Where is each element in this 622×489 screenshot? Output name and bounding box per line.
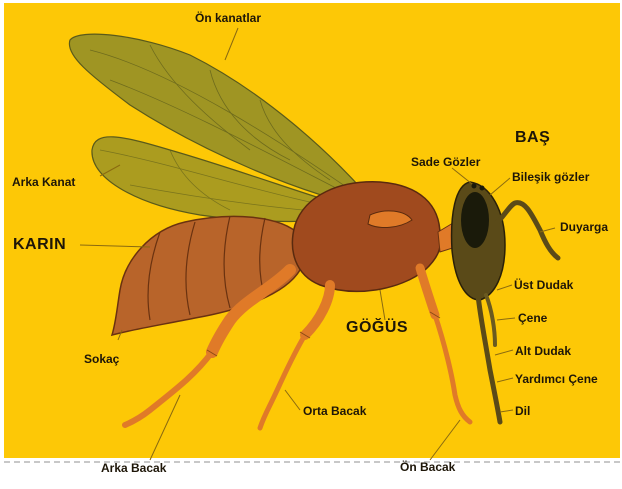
mandible (486, 295, 495, 345)
label-sokac: Sokaç (84, 353, 119, 365)
mouthparts (478, 295, 500, 422)
label-bilesik-gozler: Bileşik gözler (512, 171, 589, 183)
label-dil: Dil (515, 405, 530, 417)
label-bas: BAŞ (515, 130, 550, 146)
label-gogus: GÖĞÜS (346, 320, 408, 336)
abdomen (112, 216, 300, 335)
label-on-bacak: Ön Bacak (400, 461, 455, 473)
label-karin: KARIN (13, 237, 66, 253)
label-on-kanatlar: Ön kanatlar (195, 12, 261, 24)
simple-eye-2 (480, 186, 485, 191)
label-arka-kanat: Arka Kanat (12, 176, 75, 188)
compound-eye (461, 192, 489, 248)
label-arka-bacak: Arka Bacak (101, 462, 166, 474)
label-sade-gozler: Sade Gözler (411, 156, 480, 168)
label-ust-dudak: Üst Dudak (514, 279, 573, 291)
label-duyarga: Duyarga (560, 221, 608, 233)
label-yardimci-cene: Yardımcı Çene (515, 373, 598, 385)
simple-eye-1 (472, 184, 477, 189)
label-alt-dudak: Alt Dudak (515, 345, 571, 357)
label-orta-bacak: Orta Bacak (303, 405, 366, 417)
label-cene: Çene (518, 312, 547, 324)
